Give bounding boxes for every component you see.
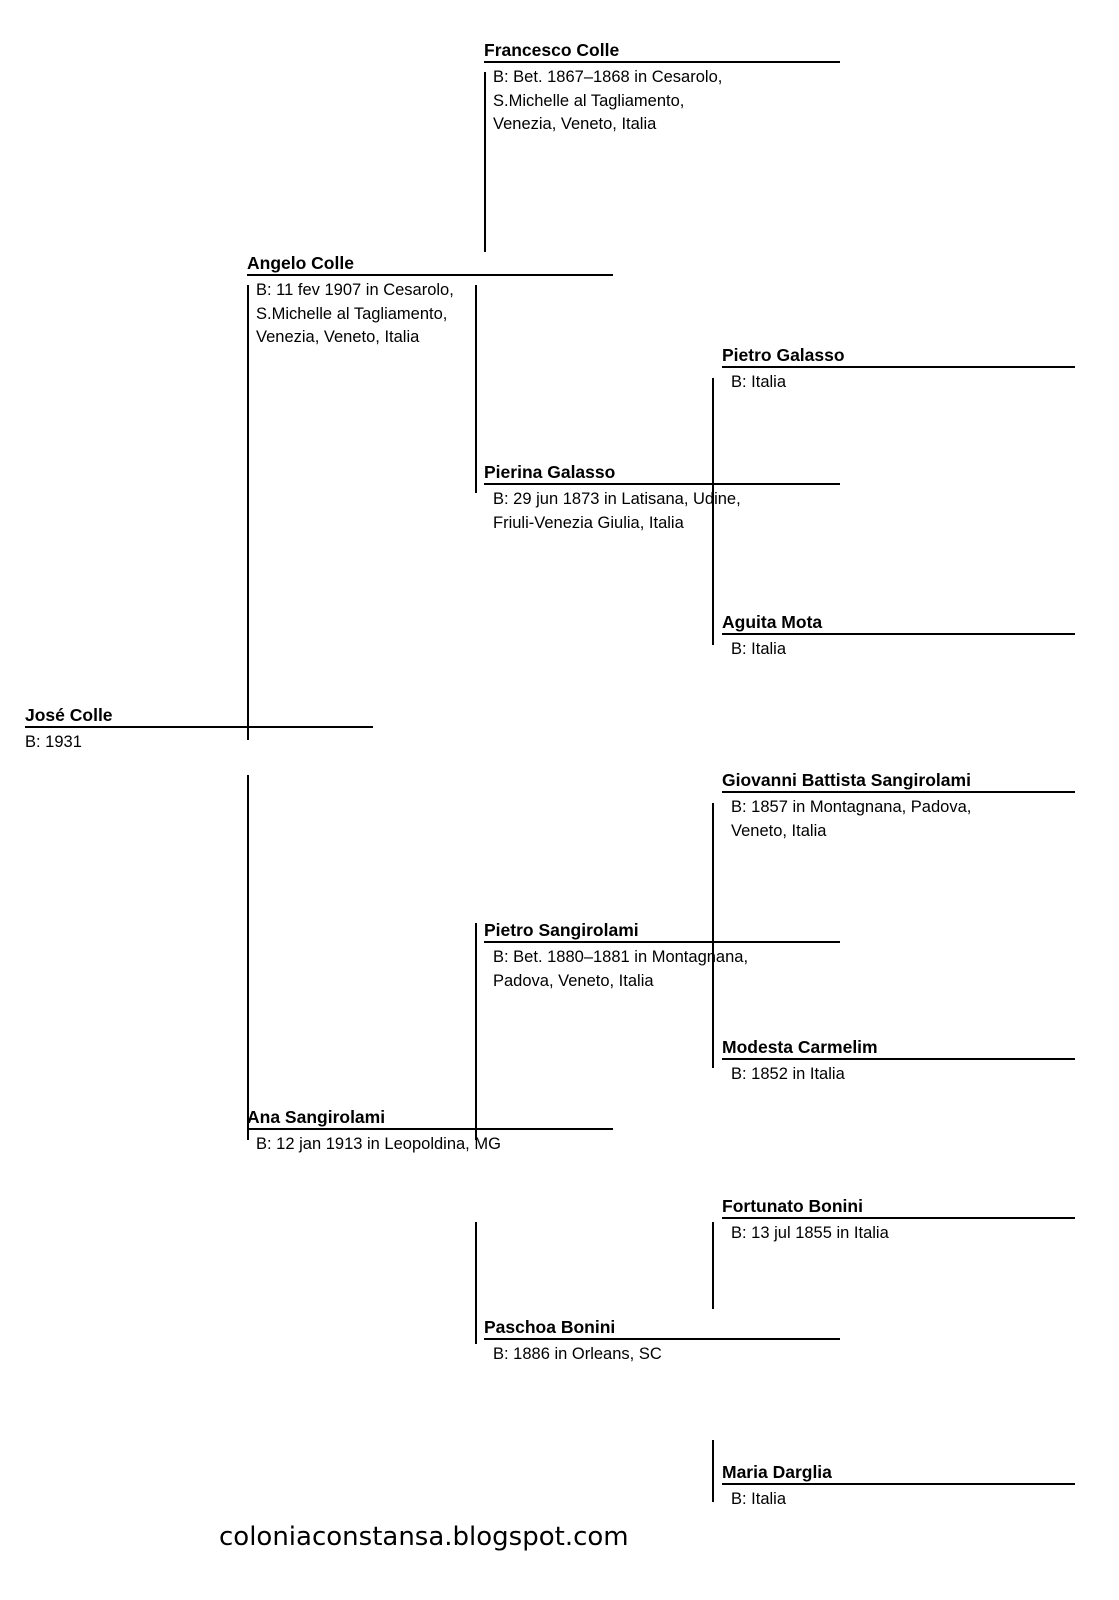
person-detail-modesta-carmelim: B: 1852 in Italia bbox=[731, 1065, 845, 1083]
person-rule-giovanni-battista-sangirolami bbox=[722, 791, 1075, 793]
person-detail-giovanni-battista-sangirolami: B: 1857 in Montagnana, Padova, Veneto, I… bbox=[731, 798, 972, 840]
person-detail-ana-sangirolami: B: 12 jan 1913 in Leopoldina, MG bbox=[256, 1135, 501, 1153]
person-name-pietro-sangirolami: Pietro Sangirolami bbox=[484, 920, 639, 940]
connector-pietrosangirolami-to-ana bbox=[475, 923, 477, 1140]
connector-giovanni-to-pietrosangirolami bbox=[712, 803, 714, 923]
person-node-francesco-colle[interactable]: Francesco Colle B: Bet. 1867–1868 in Ces… bbox=[484, 40, 840, 137]
person-rule-fortunato-bonini bbox=[722, 1217, 1075, 1219]
person-rule-modesta-carmelim bbox=[722, 1058, 1075, 1060]
footer-blog-url: coloniaconstansa.blogspot.com bbox=[219, 1522, 629, 1552]
person-name-jose-colle: José Colle bbox=[25, 705, 113, 725]
person-node-pietro-sangirolami[interactable]: Pietro Sangirolami B: Bet. 1880–1881 in … bbox=[484, 920, 840, 993]
person-rule-pierina-galasso bbox=[484, 483, 840, 485]
person-name-ana-sangirolami: Ana Sangirolami bbox=[247, 1107, 386, 1127]
person-detail-pietro-sangirolami: B: Bet. 1880–1881 in Montagnana, Padova,… bbox=[493, 948, 749, 990]
person-rule-francesco-colle bbox=[484, 61, 840, 63]
person-name-maria-darglia: Maria Darglia bbox=[722, 1462, 832, 1482]
person-name-angelo-colle: Angelo Colle bbox=[247, 253, 354, 273]
person-detail-jose-colle: B: 1931 bbox=[25, 733, 82, 751]
person-detail-fortunato-bonini: B: 13 jul 1855 in Italia bbox=[731, 1224, 889, 1242]
person-rule-maria-darglia bbox=[722, 1483, 1075, 1485]
connector-paschoa-to-ana bbox=[475, 1222, 477, 1344]
person-node-angelo-colle[interactable]: Angelo Colle B: 11 fev 1907 in Cesarolo,… bbox=[247, 253, 613, 350]
connector-pierina-to-angelo bbox=[475, 285, 477, 493]
person-detail-pierina-galasso: B: 29 jun 1873 in Latisana, Udine, Friul… bbox=[493, 490, 741, 532]
connector-modesta-to-pietrosangirolami bbox=[712, 923, 714, 1068]
person-detail-pietro-galasso: B: Italia bbox=[731, 373, 787, 391]
person-node-paschoa-bonini[interactable]: Paschoa Bonini B: 1886 in Orleans, SC bbox=[484, 1317, 840, 1367]
person-name-pierina-galasso: Pierina Galasso bbox=[484, 462, 616, 482]
person-rule-paschoa-bonini bbox=[484, 1338, 840, 1340]
person-name-paschoa-bonini: Paschoa Bonini bbox=[484, 1317, 616, 1337]
person-rule-jose-colle bbox=[25, 726, 373, 728]
person-node-giovanni-battista-sangirolami[interactable]: Giovanni Battista Sangirolami B: 1857 in… bbox=[722, 770, 1075, 843]
connector-francesco-to-angelo bbox=[484, 72, 486, 252]
person-node-fortunato-bonini[interactable]: Fortunato Bonini B: 13 jul 1855 in Itali… bbox=[722, 1196, 1075, 1246]
person-node-jose-colle[interactable]: José Colle B: 1931 bbox=[25, 705, 373, 755]
person-name-modesta-carmelim: Modesta Carmelim bbox=[722, 1037, 878, 1057]
person-name-francesco-colle: Francesco Colle bbox=[484, 40, 620, 60]
connector-angelo-to-jose bbox=[247, 285, 249, 740]
person-rule-pietro-galasso bbox=[722, 366, 1075, 368]
person-detail-angelo-colle: B: 11 fev 1907 in Cesarolo, S.Michelle a… bbox=[256, 281, 454, 346]
connector-aguita-to-pierina bbox=[712, 493, 714, 645]
person-node-pierina-galasso[interactable]: Pierina Galasso B: 29 jun 1873 in Latisa… bbox=[484, 462, 840, 535]
person-detail-paschoa-bonini: B: 1886 in Orleans, SC bbox=[493, 1345, 662, 1363]
person-name-aguita-mota: Aguita Mota bbox=[722, 612, 823, 632]
person-detail-aguita-mota: B: Italia bbox=[731, 640, 787, 658]
person-name-fortunato-bonini: Fortunato Bonini bbox=[722, 1196, 863, 1216]
person-rule-angelo-colle bbox=[247, 274, 613, 276]
person-rule-ana-sangirolami bbox=[247, 1128, 613, 1130]
connector-pietrogalasso-to-pierina bbox=[712, 378, 714, 493]
person-node-pietro-galasso[interactable]: Pietro Galasso B: Italia bbox=[722, 345, 1075, 395]
person-node-aguita-mota[interactable]: Aguita Mota B: Italia bbox=[722, 612, 1075, 662]
person-node-modesta-carmelim[interactable]: Modesta Carmelim B: 1852 in Italia bbox=[722, 1037, 1075, 1087]
person-name-pietro-galasso: Pietro Galasso bbox=[722, 345, 845, 365]
person-name-giovanni-battista-sangirolami: Giovanni Battista Sangirolami bbox=[722, 770, 971, 790]
person-node-ana-sangirolami[interactable]: Ana Sangirolami B: 12 jan 1913 in Leopol… bbox=[247, 1107, 613, 1157]
person-rule-pietro-sangirolami bbox=[484, 941, 840, 943]
person-detail-francesco-colle: B: Bet. 1867–1868 in Cesarolo, S.Michell… bbox=[493, 68, 723, 133]
connector-maria-to-paschoa bbox=[712, 1440, 714, 1502]
connector-fortunato-to-paschoa bbox=[712, 1222, 714, 1309]
person-detail-maria-darglia: B: Italia bbox=[731, 1490, 787, 1508]
connector-ana-to-jose bbox=[247, 775, 249, 1140]
person-rule-aguita-mota bbox=[722, 633, 1075, 635]
person-node-maria-darglia[interactable]: Maria Darglia B: Italia bbox=[722, 1462, 1075, 1512]
